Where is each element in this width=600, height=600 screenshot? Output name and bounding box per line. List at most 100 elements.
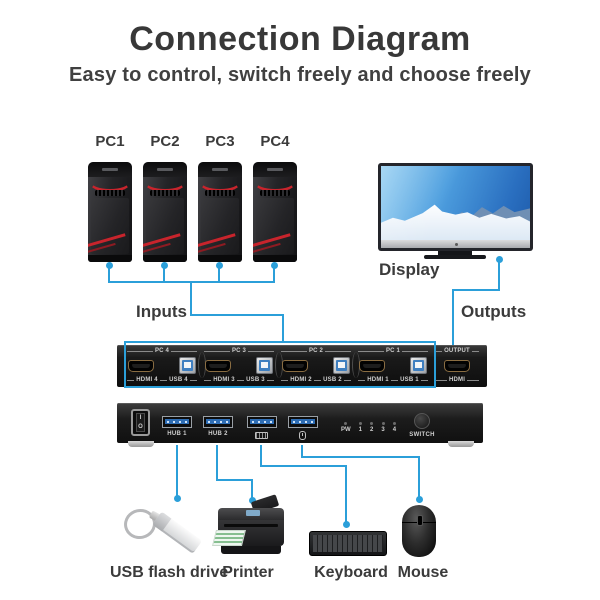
hdmi2-label: HDMI 2 [290, 377, 312, 383]
connector-line [418, 456, 420, 500]
hub2-label: HUB 2 [208, 431, 228, 437]
tower-base [198, 255, 242, 262]
port-group-pc2: PC 2 HDMI 2 USB 2 [279, 348, 353, 384]
asus-logo [157, 168, 173, 171]
usb-a-port-keyboard [247, 416, 277, 428]
usb3-label: USB 3 [246, 377, 265, 383]
keyboard [309, 531, 387, 556]
pc-tower-2 [143, 162, 187, 262]
pc2-port-label: PC 2 [308, 348, 324, 354]
outputs-label: Outputs [461, 302, 527, 321]
hdmi-port [359, 359, 385, 372]
output-label: OUTPUT [444, 348, 470, 354]
tower-base [143, 255, 187, 262]
connector-line [273, 266, 275, 283]
printer-base [221, 546, 281, 554]
led4-label: 4 [392, 427, 397, 433]
printer-paper [212, 530, 246, 546]
hub1-label: HUB 1 [167, 431, 187, 437]
flash-drive-label: USB flash drive [110, 564, 229, 581]
led-3 [381, 422, 385, 425]
tower-base [253, 255, 297, 262]
switch-button-label: SWITCH [409, 432, 435, 438]
red-accent-arc [199, 172, 241, 192]
usb-flash-drive [112, 496, 217, 562]
pw-led-label: PW [341, 427, 351, 433]
power-switch: I O [131, 409, 150, 436]
display-logo-dot [454, 243, 458, 246]
pc3-port-label: PC 3 [231, 348, 247, 354]
keyboard-keys [313, 535, 383, 552]
display-bottom-bar [381, 240, 530, 248]
usb-b-port [410, 357, 427, 374]
connection-dot [106, 262, 113, 269]
connection-dot [343, 521, 350, 528]
red-accent-arc [144, 172, 186, 192]
connector-line [498, 259, 500, 291]
connector-line [216, 479, 253, 481]
connection-dot [174, 495, 181, 502]
inputs-highlight-rectangle [124, 341, 436, 388]
pc2-label: PC2 [150, 133, 180, 150]
switch-button [414, 413, 430, 429]
tower-vent [95, 190, 125, 196]
red-accent-arc [89, 172, 131, 192]
pc-tower-3 [198, 162, 242, 262]
display-monitor [378, 163, 533, 251]
connector-line [260, 445, 262, 467]
asus-logo [102, 168, 118, 171]
power-on-mark: I [139, 415, 142, 421]
pc1-port-label: PC 1 [385, 348, 401, 354]
power-off-mark: O [138, 424, 143, 430]
display-stand-neck [438, 251, 472, 255]
printer-control-panel [246, 510, 260, 516]
screen-sheen [381, 166, 530, 240]
usb-b-port [333, 357, 350, 374]
display-screen [381, 166, 530, 240]
device-foot [128, 441, 154, 447]
led-1 [358, 422, 362, 425]
inputs-label: Inputs [136, 302, 187, 321]
pc-tower-1 [88, 162, 132, 262]
keyboard-label: Keyboard [314, 564, 388, 581]
led-2 [370, 422, 374, 425]
tower-base [88, 255, 132, 262]
connector-line [251, 479, 253, 501]
tower-vent [260, 190, 290, 196]
hdmi-port [205, 359, 231, 372]
page-subtitle: Easy to control, switch freely and choos… [69, 64, 531, 86]
led2-label: 2 [370, 427, 374, 433]
keyboard-icon [255, 432, 268, 439]
mouse-label: Mouse [397, 564, 449, 581]
pc-tower-4 [253, 162, 297, 262]
printer-output-slot [224, 524, 278, 527]
connector-line [163, 266, 165, 283]
led-4 [392, 422, 396, 425]
asus-logo [212, 168, 228, 171]
pc1-label: PC1 [95, 133, 125, 150]
port-group-output: OUTPUT HDMI [433, 348, 481, 384]
led1-label: 1 [358, 427, 363, 433]
led3-label: 3 [381, 427, 385, 433]
asus-logo [267, 168, 283, 171]
connector-line [190, 314, 284, 316]
connector-line [216, 445, 218, 481]
display-label: Display [379, 260, 440, 279]
device-foot [448, 441, 474, 447]
usb1-label: USB 1 [400, 377, 419, 383]
connection-dot [271, 262, 278, 269]
pc3-label: PC3 [205, 133, 235, 150]
usb-b-port [256, 357, 273, 374]
connector-line [260, 465, 347, 467]
tower-vent [150, 190, 180, 196]
usb-a-port-hub1 [162, 416, 192, 428]
connector-line [282, 314, 284, 343]
tower-vent [205, 190, 235, 196]
connector-line [452, 289, 454, 345]
connector-line [345, 465, 347, 525]
mouse [402, 505, 436, 557]
hdmi4-label: HDMI 4 [136, 377, 158, 383]
usb2-label: USB 2 [323, 377, 342, 383]
